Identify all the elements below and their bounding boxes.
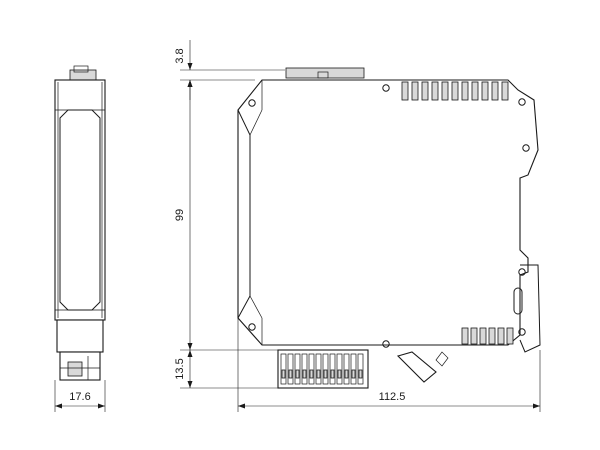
bottom-vent-slot	[497, 327, 505, 345]
label-terminal-height: 13.5	[174, 358, 186, 379]
terminal-pin	[280, 353, 287, 385]
top-vent-slot	[431, 81, 439, 101]
top-vent-slot	[421, 81, 429, 101]
terminal-pin-contact	[281, 369, 286, 379]
screw-front-top	[248, 99, 256, 107]
front-top-tab	[73, 65, 89, 73]
terminal-pin-contact	[295, 369, 300, 379]
terminal-pin-contact	[323, 369, 328, 379]
terminal-pin-contact	[358, 369, 363, 379]
terminal-pin	[315, 353, 322, 385]
terminal-pin-contact	[337, 369, 342, 379]
release-lever-tip	[435, 351, 449, 367]
terminal-pin	[329, 353, 336, 385]
terminal-pin-contact	[316, 369, 321, 379]
terminal-pin	[336, 353, 343, 385]
bottom-vent-slots	[461, 327, 514, 345]
top-vent-slot	[491, 81, 499, 101]
screw-front-bottom	[248, 323, 256, 331]
top-vent-slot	[401, 81, 409, 101]
front-terminal-screw	[67, 361, 83, 377]
terminal-pin-contact	[302, 369, 307, 379]
terminal-pin	[343, 353, 350, 385]
terminal-pin-contact	[344, 369, 349, 379]
terminal-pin	[350, 353, 357, 385]
screw-rear-bottom	[382, 340, 390, 348]
dimensions: 3.8 99 13.5 17.6 112.5	[54, 40, 541, 412]
housing-bevel-top	[249, 109, 263, 136]
screw-right-mid	[522, 144, 530, 152]
terminal-pin	[287, 353, 294, 385]
side-view	[237, 67, 541, 389]
screw-rear-top	[382, 84, 390, 92]
top-vent-slot	[481, 81, 489, 101]
terminal-pin	[294, 353, 301, 385]
terminal-pin-contact	[288, 369, 293, 379]
terminal-pin	[322, 353, 329, 385]
label-body-height: 99	[174, 209, 186, 221]
bottom-vent-slot	[479, 327, 487, 345]
front-view	[54, 65, 106, 381]
release-lever	[396, 351, 437, 383]
terminal-pin	[308, 353, 315, 385]
terminal-pin-contact	[309, 369, 314, 379]
bottom-vent-slot	[470, 327, 478, 345]
screw-right-bottom	[518, 328, 526, 336]
top-vent-slot	[441, 81, 449, 101]
screw-right-lower	[518, 268, 526, 276]
bottom-vent-slot	[461, 327, 469, 345]
terminal-pin-contact	[330, 369, 335, 379]
terminal-pin	[357, 353, 364, 385]
terminal-pin-contact	[351, 369, 356, 379]
label-top-gap: 3.8	[174, 48, 186, 63]
housing-bevel-bottom	[249, 295, 263, 319]
housing-outline	[237, 79, 539, 346]
top-connector	[285, 67, 365, 79]
front-terminal-upper	[56, 319, 104, 353]
housing-front-bevel	[237, 109, 251, 319]
terminal-pins	[280, 353, 364, 385]
top-vent-slot	[451, 81, 459, 101]
top-vent-slot	[461, 81, 469, 101]
top-vent-slots	[401, 81, 509, 101]
label-width: 17.6	[69, 391, 90, 403]
terminal-pin	[301, 353, 308, 385]
top-vent-slot	[501, 81, 509, 101]
top-vent-slot	[471, 81, 479, 101]
din-clip-slot	[513, 287, 523, 315]
top-vent-slot	[411, 81, 419, 101]
screw-right-top	[518, 98, 526, 106]
din-clip	[519, 264, 541, 353]
label-depth: 112.5	[379, 391, 406, 403]
front-body-outline	[54, 79, 106, 321]
bottom-vent-slot	[506, 327, 514, 345]
top-connector-notch	[317, 71, 329, 79]
bottom-vent-slot	[488, 327, 496, 345]
